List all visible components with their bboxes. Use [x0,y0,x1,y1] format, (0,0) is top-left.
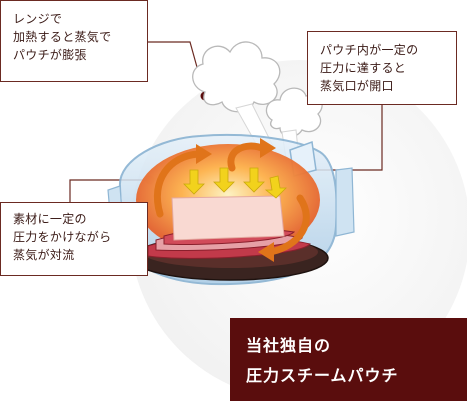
heat-arrow-icon [183,167,287,199]
callout-heating: レンジで 加熱すると蒸気で パウチが膨張 [0,0,148,82]
food-block [171,195,285,241]
callout-steam-flow: 素材に一定の 圧力をかけながら 蒸気が対流 [0,202,148,276]
callout-pressure: パウチ内が一定の 圧力に達すると 蒸気口が開口 [307,31,457,105]
steam-flow-arrowheads [196,138,276,262]
steam-flow-arrow-icon [153,142,310,256]
title-line-1: 当社独自の [246,336,332,355]
title-box: 当社独自の 圧力スチームパウチ [230,318,467,401]
pouch-seal-right [335,167,355,237]
title-line-2: 圧力スチームパウチ [246,366,399,385]
